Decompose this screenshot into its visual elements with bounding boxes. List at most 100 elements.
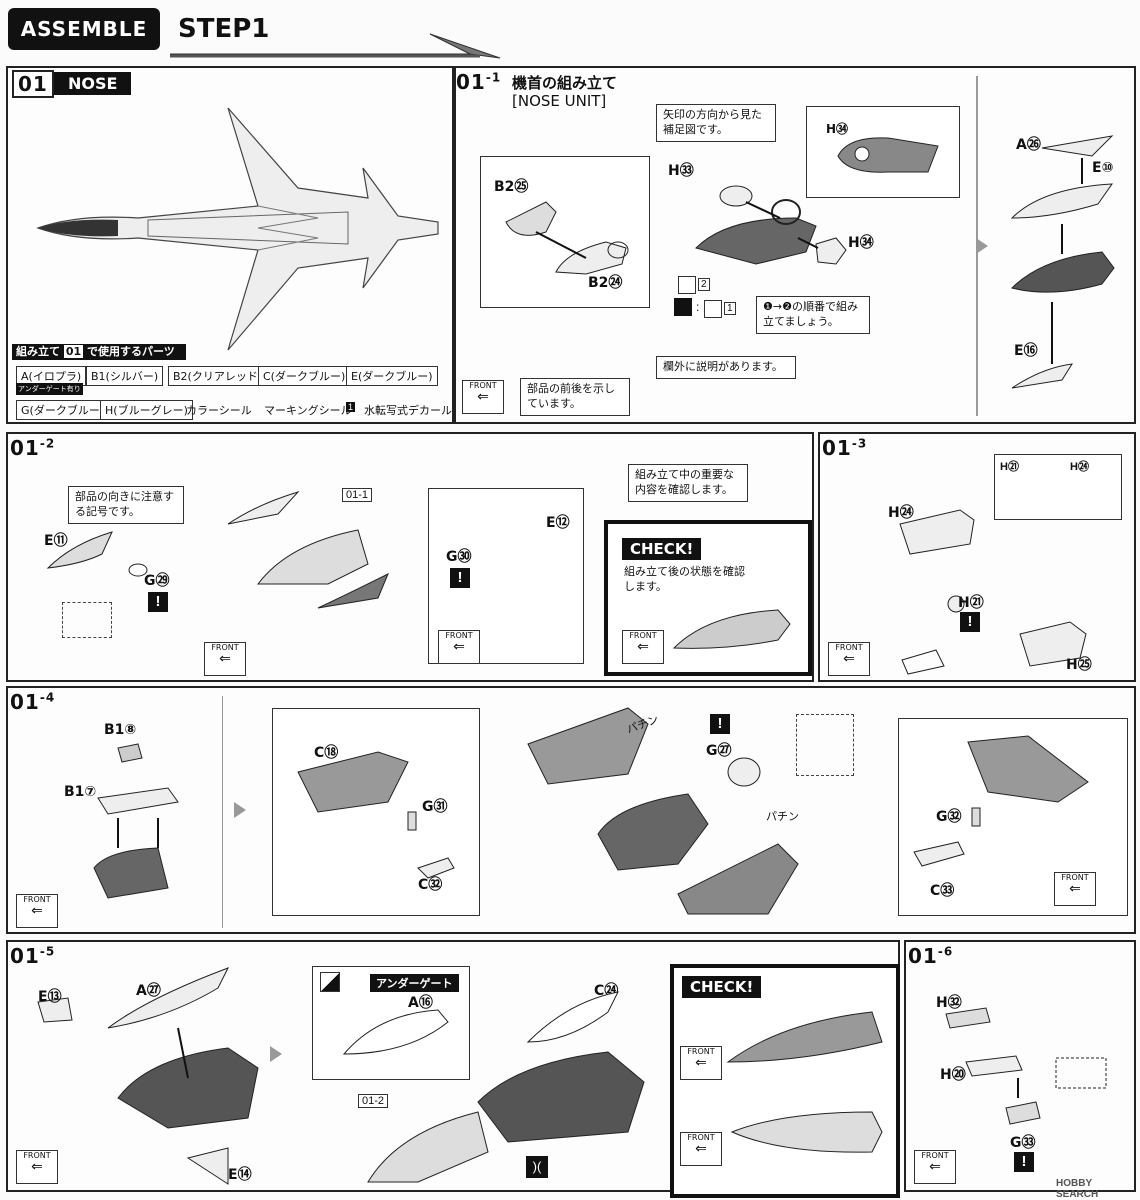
watermark: HOBBY SEARCH: [1056, 1178, 1134, 1200]
section-num-text: 01: [10, 944, 40, 968]
front-indicator: FRONT⇐: [16, 894, 58, 928]
section-sub: -2: [39, 436, 56, 451]
lbl-e16: E⑯: [1014, 343, 1038, 359]
nose-assembly: [695, 185, 847, 265]
section-01-2: 01-2 部品の向きに注意する記号です。 E⑪ G㉙ ! 01-1 E⑫ G㉚ …: [6, 432, 814, 682]
section-number: 01-6: [908, 944, 953, 968]
lbl-b1-8: B1⑧: [104, 722, 137, 738]
part-water-decal: 水転写式デカール: [364, 404, 452, 417]
lbl-h34: H㉞: [848, 235, 874, 251]
front-label: FRONT: [687, 1133, 715, 1142]
part-g: G(ダークブルー): [16, 400, 110, 420]
undergate-tag: アンダーゲート有り: [16, 383, 83, 395]
front-indicator: FRONT⇐: [828, 642, 870, 676]
front-label: FRONT: [211, 643, 239, 652]
note-outside: 欄外に説明があります。: [656, 356, 796, 379]
section-sub: -5: [39, 944, 56, 959]
front-label: FRONT: [23, 895, 51, 904]
cockpit-left: [297, 751, 455, 879]
lbl-b2-25: B2㉕: [494, 179, 529, 195]
part-c: C(ダークブルー): [258, 366, 351, 386]
section-number: 01-3: [822, 436, 867, 460]
detail-dashed: [796, 714, 854, 776]
front-indicator: FRONT⇐: [462, 380, 504, 414]
lbl-a27: A㉗: [136, 983, 161, 999]
lbl-g29: G㉙: [144, 573, 170, 589]
undergate-label: アンダーゲート: [370, 974, 459, 992]
step-arrow-right: [270, 1046, 282, 1062]
section-01-3: 01-3 H㉑ H㉔ H㉔ H㉑ ! H㉕ FRONT⇐: [818, 432, 1136, 682]
section-number: 01-2: [10, 436, 55, 460]
warning-icon: !: [1014, 1152, 1034, 1172]
step-arrow: [170, 33, 501, 59]
section-num-text: 01: [908, 944, 938, 968]
bracket-parts: [945, 1007, 1107, 1125]
lbl-2: 2: [698, 278, 710, 291]
front-indicator: FRONT⇐: [622, 630, 664, 664]
title-en: [NOSE UNIT]: [512, 92, 607, 110]
front-indicator: FRONT⇐: [1054, 872, 1096, 906]
lbl-a26: A㉖: [1016, 137, 1041, 153]
section-01-1: 01-1 機首の組み立て [NOSE UNIT] 矢印の方向から見た補足図です。…: [454, 66, 1136, 424]
divider: [222, 696, 223, 928]
part-e: E(ダークブルー): [346, 366, 438, 386]
detail-dashed: [62, 602, 112, 638]
section-number: 01: [12, 70, 54, 98]
lbl-1: 1: [724, 302, 736, 315]
icon-step2: [678, 276, 696, 294]
note-order: ❶→❷の順番で組み立てましょう。: [756, 296, 870, 334]
section-num-text: 01: [456, 70, 486, 94]
lbl-e13: E⑬: [38, 989, 62, 1005]
section-sub: -4: [39, 690, 56, 705]
lbl-h21: H㉑: [958, 595, 984, 611]
lbl-e10: E⑩: [1092, 160, 1114, 176]
check-nose: [672, 609, 791, 649]
eye-parts: [46, 531, 148, 577]
part-color-seal: カラーシール: [186, 404, 252, 417]
nose-cone-left: [227, 491, 389, 609]
lbl-h21-detail: H㉑: [1000, 461, 1019, 473]
warning-icon: !: [960, 612, 980, 632]
check-text: 組み立て後の状態を確認します。: [624, 565, 745, 594]
front-label: FRONT: [835, 643, 863, 652]
parts-title-num: 01: [63, 345, 84, 358]
section-num-text: 01: [10, 436, 40, 460]
section-title: NOSE: [68, 74, 118, 93]
cockpit-right: [913, 735, 1089, 867]
front-indicator: FRONT⇐: [16, 1150, 58, 1184]
check-badge: CHECK!: [622, 538, 702, 560]
lbl-g31: G㉛: [422, 799, 448, 815]
front-label: FRONT: [687, 1047, 715, 1056]
front-indicator: FRONT⇐: [914, 1150, 956, 1184]
warning-icon: !: [710, 714, 730, 734]
section-sub: -3: [851, 436, 868, 451]
seat-parts: [93, 743, 179, 899]
canopy-part: [342, 1009, 449, 1055]
title-jp: 機首の組み立て: [512, 74, 618, 92]
lbl-c18: C⑱: [314, 745, 339, 761]
gate-icon: [320, 972, 340, 992]
lbl-g32: G㉜: [936, 809, 962, 825]
inset-left: [272, 708, 480, 916]
lbl-e12: E⑫: [546, 515, 570, 531]
section-01-5: 01-5 E⑬ A㉗ E⑭ FRONT⇐ アンダーゲート A⑯ C㉔ 01-2 …: [6, 940, 900, 1198]
lbl-g30: G㉚: [446, 549, 472, 565]
section-01: 01 NOSE 組み立て 01 で使用するパーツ A(イロプラ) アンダーゲート…: [6, 66, 454, 424]
fuselage-center: [367, 991, 645, 1183]
note-mark: 部品の向きに注意する記号です。: [68, 486, 184, 524]
front-indicator: FRONT⇐: [204, 642, 246, 676]
section-title-badge: NOSE: [54, 72, 132, 95]
lbl-g27: G㉗: [706, 743, 732, 759]
section-num-text: 01: [18, 72, 48, 96]
fuselage-assembly: [37, 967, 259, 1185]
front-label: FRONT: [629, 631, 657, 640]
note-arrow-view: 矢印の方向から見た補足図です。: [656, 104, 776, 142]
lbl-h20: H⑳: [940, 1067, 966, 1083]
front-indicator: FRONT⇐: [680, 1132, 722, 1166]
section-sub: -1: [485, 70, 502, 85]
part-a: A(イロプラ): [16, 366, 87, 386]
lbl-h33: H㉝: [668, 163, 694, 179]
rotate-icon: )(: [526, 1156, 548, 1178]
lbl-b1-7: B1⑦: [64, 784, 97, 800]
lbl-b2-24: B2㉔: [588, 275, 623, 291]
